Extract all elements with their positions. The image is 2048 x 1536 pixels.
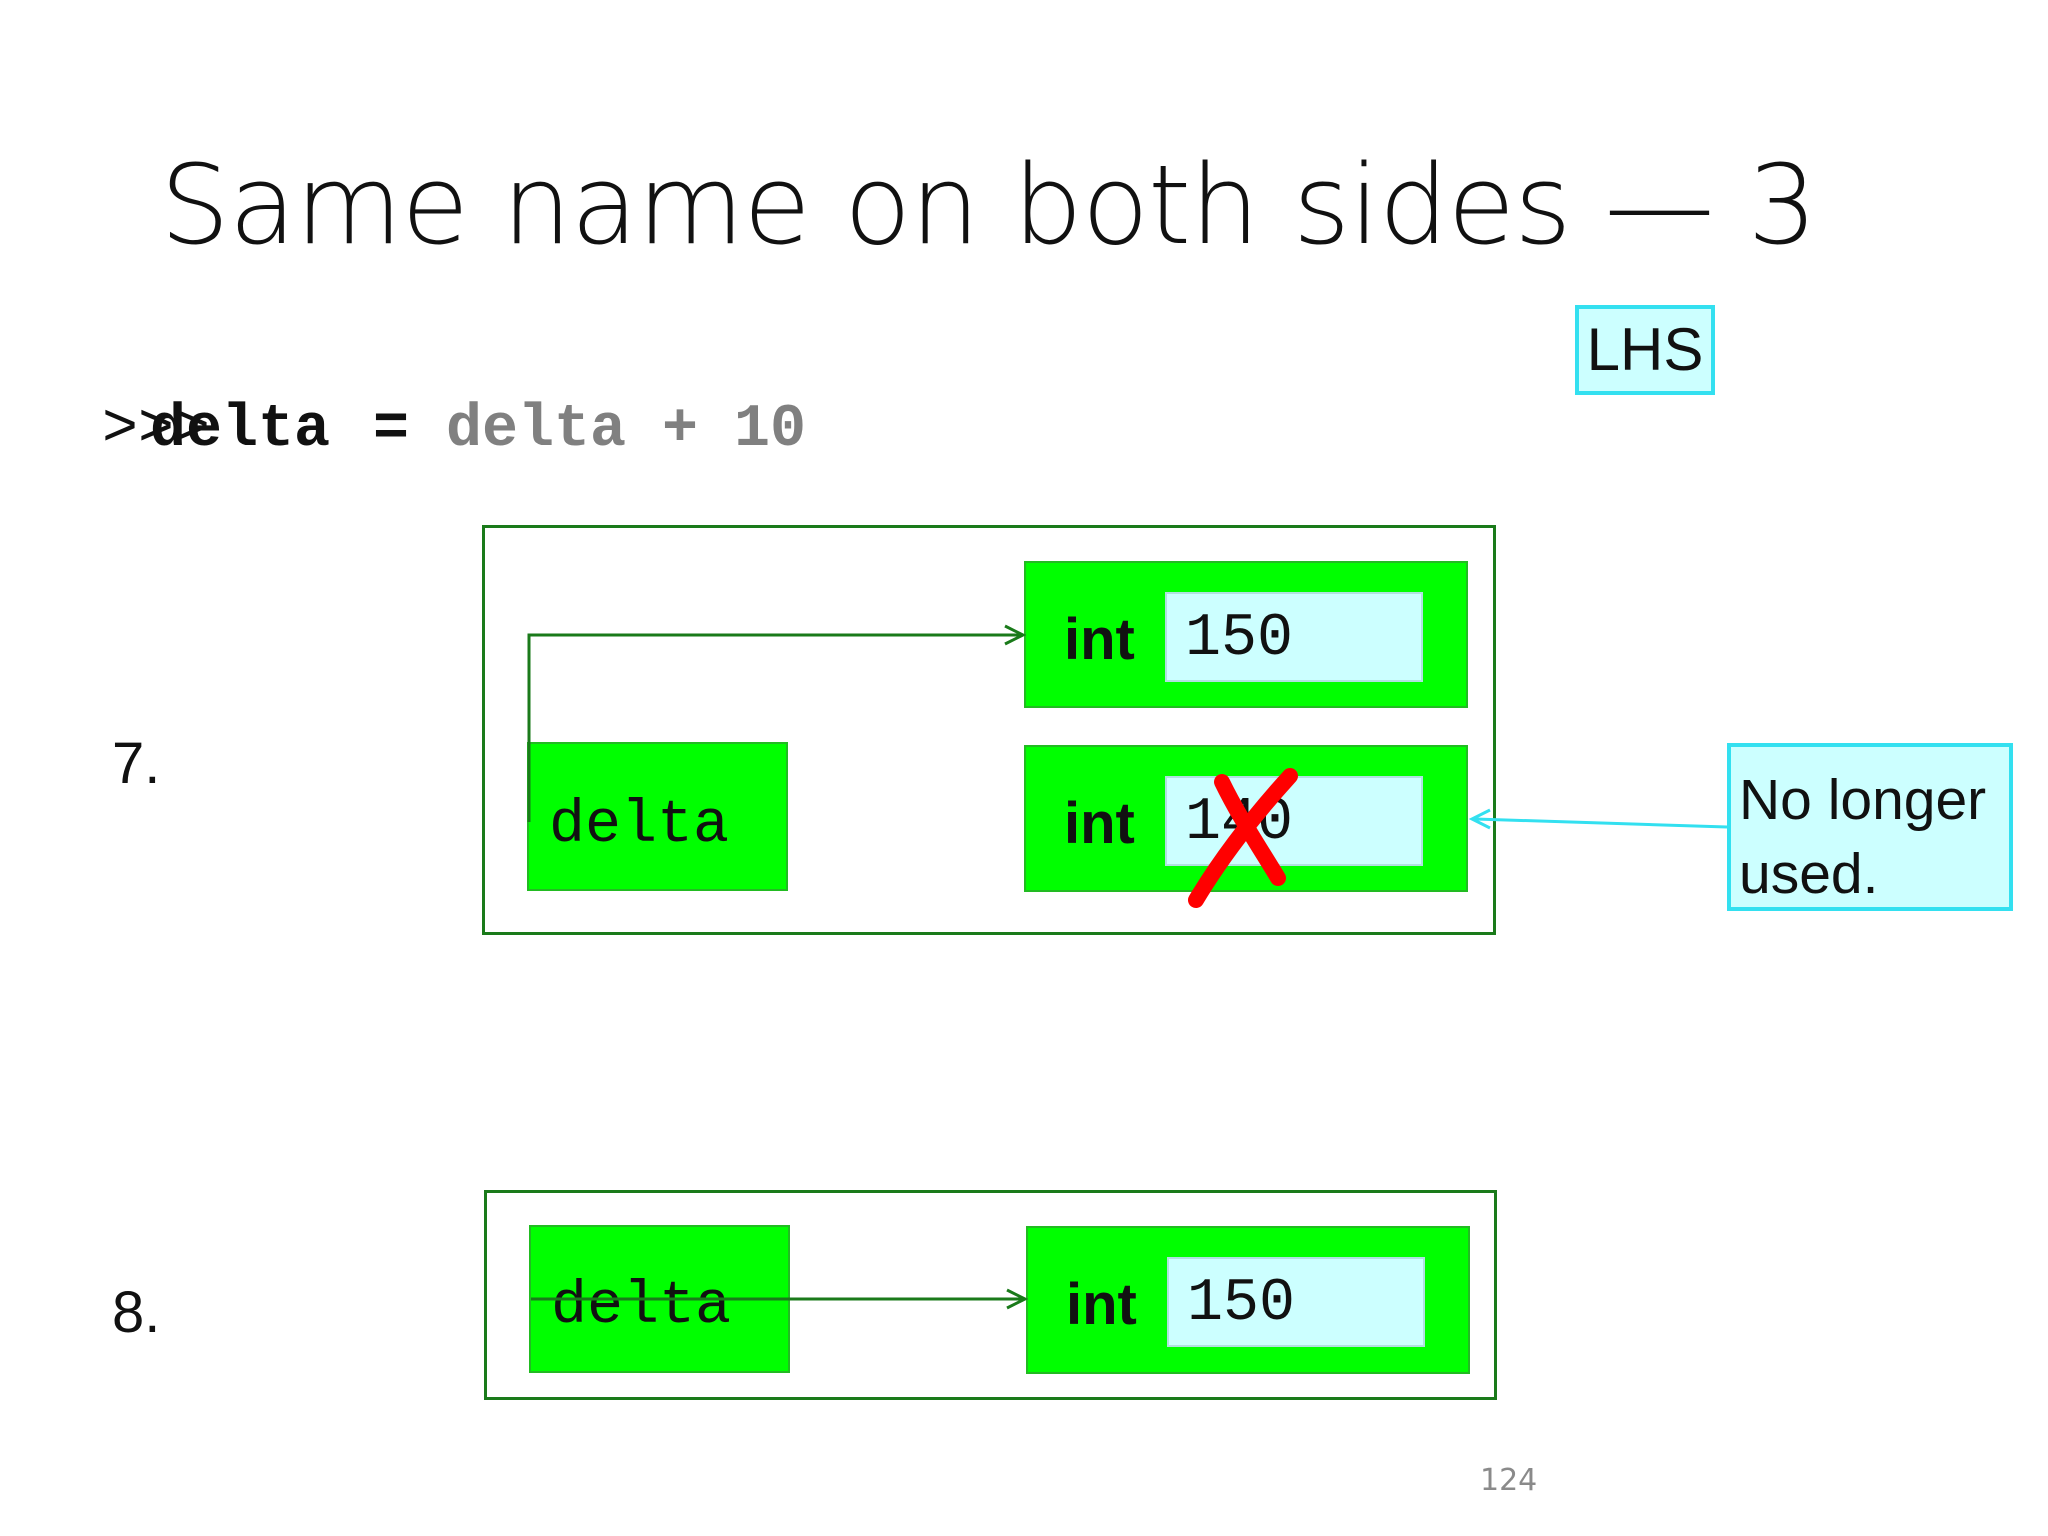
lhs-label: LHS [1575,305,1715,395]
step-7-number: 7. [112,731,161,796]
code-equals: = [373,396,410,464]
code-lhs: delta [150,396,331,464]
step-7-arrowhead [1004,624,1027,646]
step-7-variable-box: delta [527,742,788,891]
code-rhs: delta + 10 [446,396,807,464]
step-7-frame [482,525,1496,935]
slide-title: Same name on both sides — 3 [160,141,1817,269]
step-8-object-type: int [1066,1272,1137,1337]
step-8-object: int 150 [1026,1226,1470,1374]
step-8-number: 8. [112,1280,161,1345]
step-7-object-old-value: 140 [1165,776,1423,866]
red-cross-icon [1188,768,1298,908]
step-7-object-new-value: 150 [1165,592,1423,682]
step-8-variable-name: delta [551,1273,732,1341]
step-7-object-old-type: int [1064,791,1135,856]
step-8-object-value: 150 [1167,1257,1425,1347]
step-7-object-new: int 150 [1024,561,1468,708]
python-prompt: >>> [102,396,211,464]
step-7-object-new-type: int [1064,607,1135,672]
step-7-variable-name: delta [549,792,730,860]
no-longer-used-note: No longer used. [1727,743,2013,911]
step-7-reference-arrow [527,633,1021,822]
page-number: 124 [1480,1463,1538,1498]
step-8-arrowhead [1006,1288,1029,1310]
note-pointer-arrow [1474,817,1728,829]
note-line-1: No longer [1739,768,1987,832]
note-pointer-arrowhead [1468,808,1491,830]
step-7-object-old: int 140 [1024,745,1468,892]
note-line-2: used. [1739,842,1879,906]
step-8-frame [484,1190,1497,1400]
